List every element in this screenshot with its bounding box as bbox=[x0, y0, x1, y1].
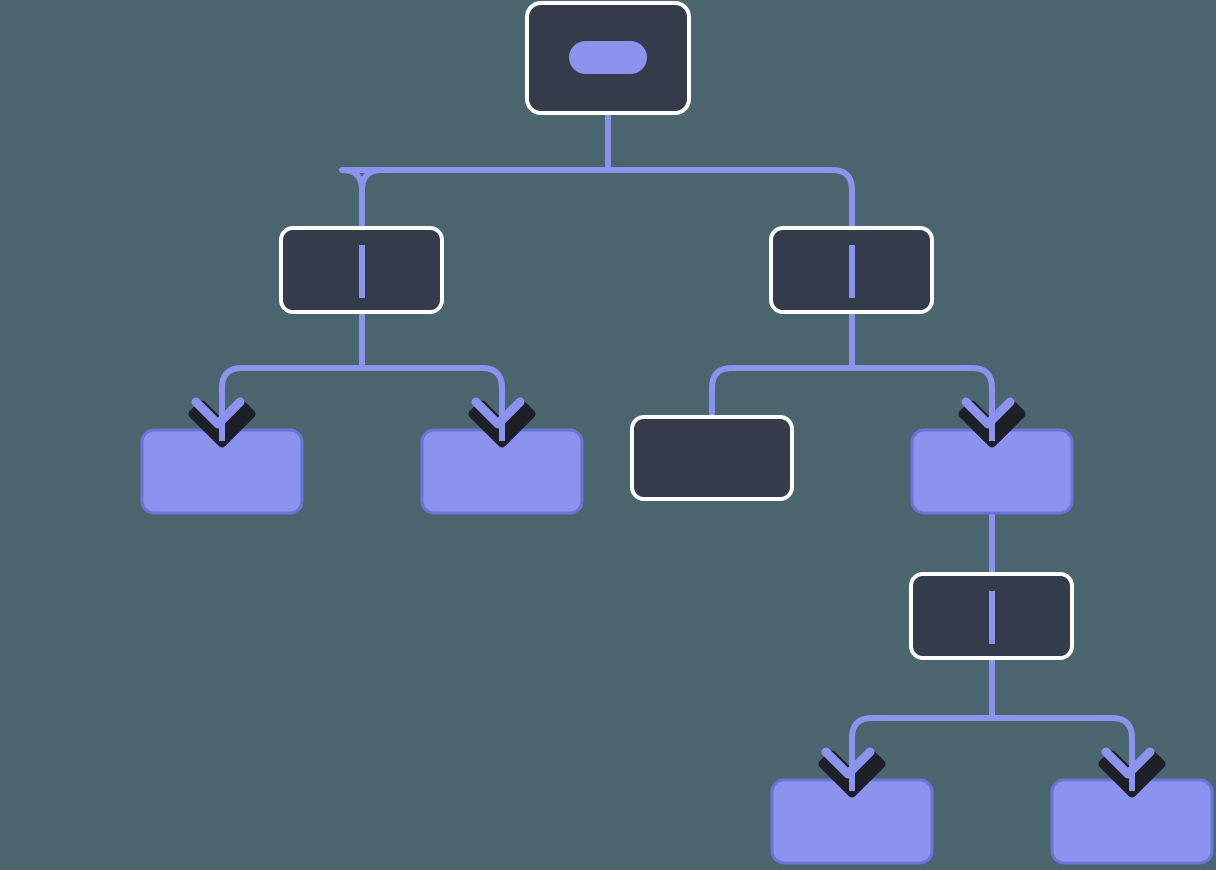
edge-deep-to-leaf6 bbox=[992, 715, 1135, 774]
edge-right-to-leaf4 bbox=[852, 365, 995, 424]
edge-root-to-left bbox=[339, 167, 608, 228]
edge-root-to-left-corner bbox=[359, 167, 608, 232]
node-glyph-layer bbox=[359, 245, 855, 298]
empty-node-3[interactable] bbox=[630, 415, 794, 501]
branch-node-deep[interactable] bbox=[909, 572, 1074, 660]
edge-left-to-leaf2 bbox=[362, 365, 505, 424]
empty-node-3-box[interactable] bbox=[630, 415, 794, 501]
arrow-shaft-layer bbox=[219, 398, 1135, 791]
edge-right-to-leaf3 bbox=[709, 365, 852, 417]
root-node[interactable] bbox=[525, 1, 691, 115]
root-node-pill-glyph bbox=[569, 41, 647, 74]
edge-root-to-right-corner bbox=[608, 167, 855, 232]
edge-left-to-leaf1 bbox=[219, 365, 362, 424]
edge-deep-to-leaf5 bbox=[849, 715, 992, 774]
